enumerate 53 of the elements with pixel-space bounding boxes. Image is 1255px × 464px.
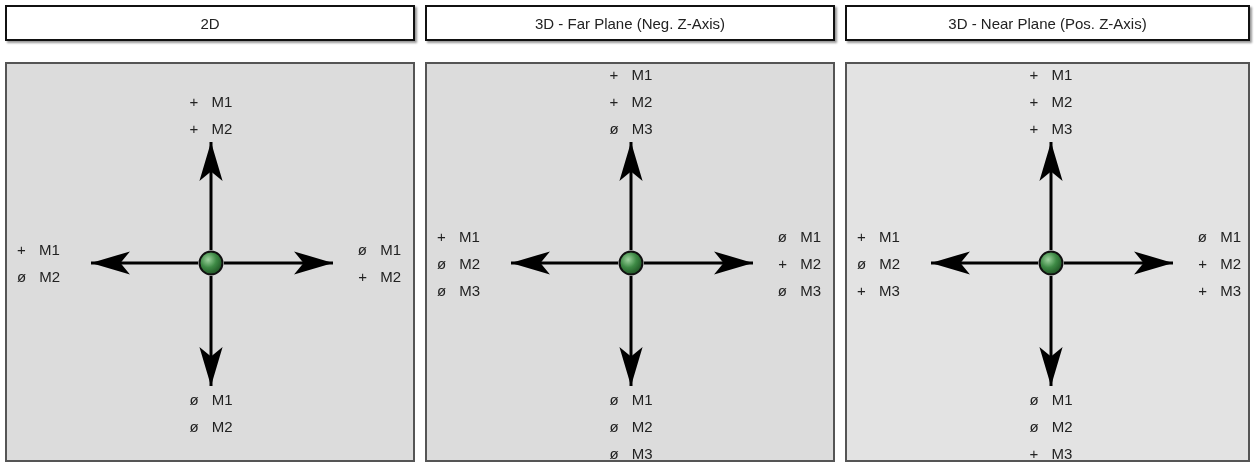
state-label: + M1 [437,226,480,247]
state-label: ø M3 [609,119,653,139]
state-label: + M1 [17,240,60,260]
state-label: ø M2 [609,417,653,437]
state-label: + M1 [857,226,900,247]
state-label: ø M3 [437,280,481,301]
panel-title: 3D - Far Plane (Neg. Z-Axis) [425,5,835,41]
state-label: ø M2 [437,253,481,274]
panel-title: 2D [5,5,415,41]
arrow [619,142,643,250]
arrow [511,251,618,275]
state-label: + M3 [1029,119,1073,139]
state-label: ø M3 [777,280,821,301]
arrow [1064,251,1173,275]
arrow [224,251,333,275]
state-label: ø M2 [189,417,233,437]
panel-background [845,62,1250,462]
center-dot [198,250,224,276]
state-label: + M2 [778,253,821,274]
arrow [199,276,223,386]
state-label: + M3 [1198,280,1241,301]
state-label: ø M1 [357,240,401,260]
panel-background [5,62,415,462]
state-label: + M1 [1029,65,1073,85]
arrow [1039,276,1063,386]
arrow [931,251,1038,275]
arrow [199,142,223,250]
state-label: ø M1 [189,390,233,410]
state-label: + M1 [609,65,653,85]
state-label: + M3 [1029,444,1073,464]
state-label: + M2 [189,119,233,139]
arrow [619,276,643,386]
center-dot [1038,250,1064,276]
state-label: ø M1 [1197,226,1241,247]
state-label: ø M1 [1029,390,1073,410]
state-label: ø M2 [857,253,901,274]
state-label: + M1 [189,92,233,112]
panel-background [425,62,835,462]
state-label: ø M1 [777,226,821,247]
state-label: ø M1 [609,390,653,410]
state-label: + M3 [857,280,900,301]
state-label: ø M2 [1029,417,1073,437]
arrow [644,251,753,275]
arrow [91,251,198,275]
state-label: + M2 [1029,92,1073,112]
panel-title: 3D - Near Plane (Pos. Z-Axis) [845,5,1250,41]
state-label: ø M3 [609,444,653,464]
state-label: ø M2 [17,267,61,287]
state-label: + M2 [1198,253,1241,274]
center-dot [618,250,644,276]
arrow [1039,142,1063,250]
state-label: + M2 [609,92,653,112]
state-label: + M2 [358,267,401,287]
